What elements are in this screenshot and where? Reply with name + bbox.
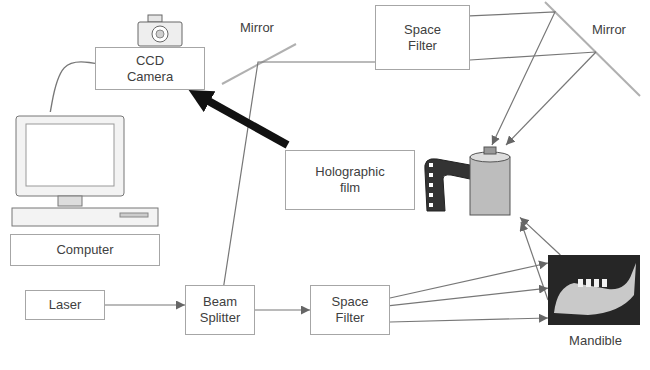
node-label: Laser <box>49 297 82 313</box>
tooth <box>586 279 591 287</box>
ccd-camera-box: CCD Camera <box>95 47 205 90</box>
mirror-label: Mirror <box>592 22 626 38</box>
computer-box: Computer <box>10 112 160 268</box>
mandible-illustration <box>548 255 643 327</box>
monitor-screen <box>26 124 114 186</box>
caption-area: Mandible <box>548 329 643 353</box>
tooth <box>602 279 607 287</box>
light-ray <box>390 263 548 298</box>
reflected-beam <box>520 217 560 255</box>
film-strip <box>425 159 470 211</box>
camera-lens <box>152 26 168 42</box>
canister-knob <box>484 147 496 154</box>
box-outline: Computer <box>10 234 160 266</box>
computer-case <box>12 208 158 226</box>
mandible-photo <box>548 255 640 325</box>
camera-body <box>138 22 182 46</box>
mirror-line <box>545 2 640 96</box>
camera-icon <box>138 15 182 46</box>
object-beam <box>255 309 310 310</box>
monitor-stand <box>58 196 82 206</box>
light-ray <box>506 52 596 145</box>
box-outline: Laser <box>25 290 105 320</box>
box-outline: Beam Splitter <box>185 285 255 335</box>
sprocket-hole <box>429 163 433 167</box>
camera-lens-inner <box>156 30 164 38</box>
light-ray <box>390 318 548 322</box>
laser-box: Laser <box>25 290 105 320</box>
beam-splitter-box: Beam Splitter <box>185 285 255 335</box>
camera-top <box>148 15 162 22</box>
node-label: Mandible <box>569 333 622 349</box>
space-filter-box: Space Filter <box>310 285 390 335</box>
mirror-line <box>222 44 296 84</box>
film-canister <box>470 157 510 215</box>
mandible-bone <box>554 263 636 315</box>
tooth <box>594 279 599 287</box>
holographic-film-box: Holographic film <box>285 145 520 225</box>
capture-arrow <box>203 98 288 145</box>
drive-slot <box>120 213 148 217</box>
mirror-label: Mirror <box>240 20 274 36</box>
node-label: Space Filter <box>332 294 369 325</box>
box-outline: Space Filter <box>310 285 390 335</box>
camera-cable <box>50 62 95 112</box>
space-filter-box: Space Filter <box>375 5 470 70</box>
box-outline: Holographic film <box>285 150 415 210</box>
laser-beam <box>105 304 185 305</box>
sprocket-hole <box>429 203 433 207</box>
object-beam <box>390 288 548 305</box>
reference-beam <box>470 12 555 145</box>
node-label: Holographic film <box>315 164 384 195</box>
mandible-image: Mandible <box>548 255 643 355</box>
node-label: Space Filter <box>404 22 441 53</box>
node-label: CCD Camera <box>127 53 173 84</box>
monitor-frame <box>16 116 124 196</box>
box-outline: CCD Camera <box>95 47 205 90</box>
node-label: Computer <box>56 242 113 258</box>
monitor-illustration <box>10 112 160 230</box>
tooth <box>578 279 583 287</box>
sprocket-hole <box>429 183 433 187</box>
node-label: Beam Splitter <box>200 294 240 325</box>
sprocket-hole <box>429 193 433 197</box>
box-outline: Space Filter <box>375 5 470 70</box>
sprocket-hole <box>429 173 433 177</box>
